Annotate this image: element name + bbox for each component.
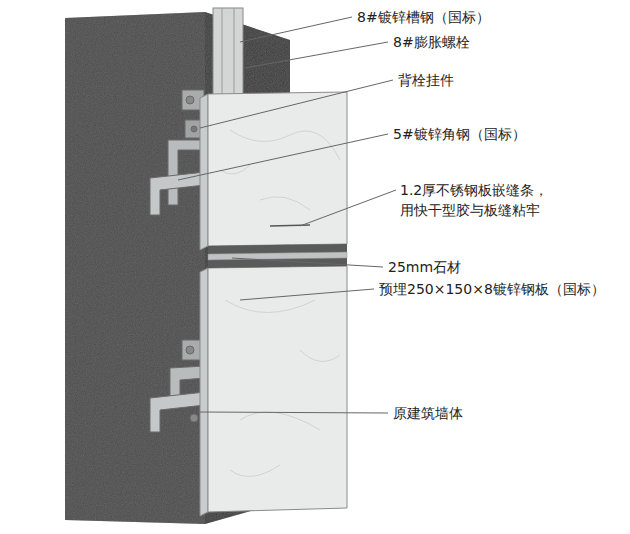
callout-label: 背栓挂件 bbox=[396, 70, 456, 90]
stone-panel bbox=[200, 92, 347, 516]
lower-bracket bbox=[150, 340, 205, 432]
callout-label: 5#镀锌角钢（国标） bbox=[391, 124, 528, 144]
upper-bracket bbox=[150, 90, 205, 215]
callout-label: 预埋250×150×8镀锌钢板（国标） bbox=[377, 279, 607, 299]
callout-label: 8#膨胀螺栓 bbox=[391, 32, 472, 52]
callout-label: 25mm石材 bbox=[386, 257, 463, 277]
joint-strip bbox=[208, 225, 347, 268]
callout-label: 1.2厚不锈钢板嵌缝条， 用快干型胶与板缝粘牢 bbox=[398, 180, 617, 220]
callout-label: 原建筑墙体 bbox=[391, 403, 465, 423]
leader-line bbox=[178, 17, 396, 413]
callout-label: 8#镀锌槽钢（国标） bbox=[355, 7, 492, 27]
